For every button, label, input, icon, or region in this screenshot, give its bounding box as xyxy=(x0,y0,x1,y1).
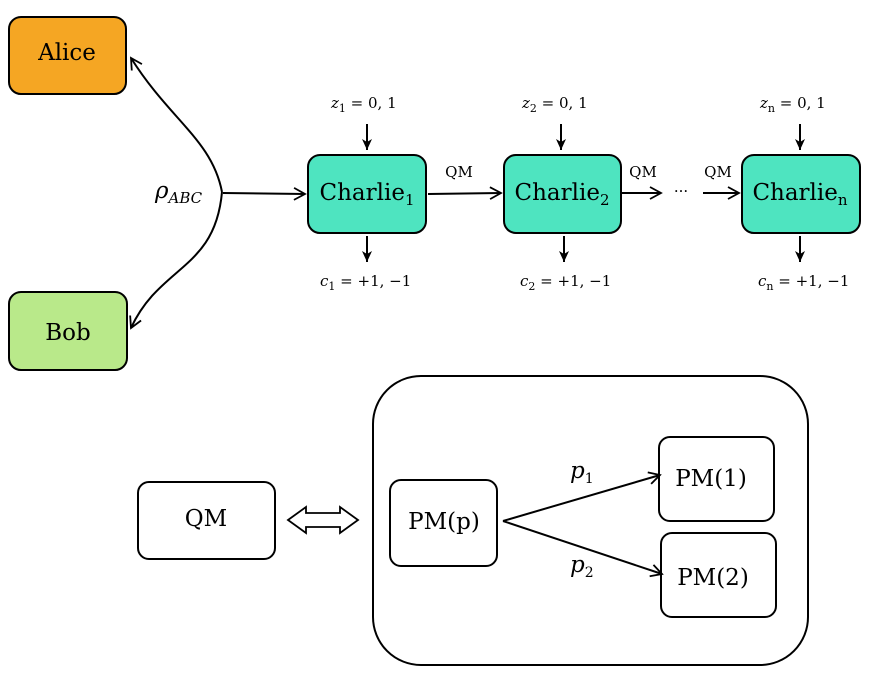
c2-label: c2 = +1, −1 xyxy=(520,272,611,293)
arrow-to-bob xyxy=(129,191,223,330)
arrow-to-pm2 xyxy=(502,520,664,578)
bob-label: Bob xyxy=(45,320,90,346)
equivalence-arrow xyxy=(286,505,360,535)
arrow-source-to-charlie1 xyxy=(222,187,307,201)
bob-box xyxy=(8,291,128,371)
qm-node: QM xyxy=(137,481,276,560)
pm-1-node: PM(1) xyxy=(658,436,775,522)
pm-p-node: PM(p) xyxy=(389,479,498,567)
charlie-n-box xyxy=(741,154,861,234)
rho-label: ρABC xyxy=(154,178,203,207)
c1-label: c1 = +1, −1 xyxy=(320,272,411,293)
pm-container xyxy=(372,375,809,666)
charlie-2-node: Charlie2 xyxy=(503,154,622,234)
cn-label: cn = +1, −1 xyxy=(758,272,849,293)
zn-label: zn = 0, 1 xyxy=(759,94,826,115)
arrow-charlie1-to-charlie2 xyxy=(427,186,503,200)
charlie-n-label: Charlien xyxy=(752,180,847,209)
pm-p-box xyxy=(389,479,498,567)
qm-link-1-label: QM xyxy=(445,163,473,181)
alice-box xyxy=(8,16,127,95)
pm-2-node: PM(2) xyxy=(660,532,777,618)
p1-label: p1 xyxy=(570,458,594,487)
qm-link-2-label: QM xyxy=(629,163,657,181)
arrow-to-pm1 xyxy=(502,471,662,522)
rho-symbol: ρ xyxy=(154,178,169,204)
p2-label: p2 xyxy=(570,552,594,581)
rho-subscript: ABC xyxy=(167,189,203,207)
pm-p-label: PM(p) xyxy=(408,509,480,535)
pm-1-label: PM(1) xyxy=(675,466,747,492)
alice-label: Alice xyxy=(37,40,96,66)
qm-box xyxy=(137,481,276,560)
charlie-2-label: Charlie2 xyxy=(515,180,610,209)
charlie-1-label: Charlie1 xyxy=(320,180,415,209)
bob-node: Bob xyxy=(8,291,128,371)
z1-label: z1 = 0, 1 xyxy=(330,94,397,115)
charlie-1-node: Charlie1 xyxy=(307,154,427,234)
charlie-1-box xyxy=(307,154,427,234)
qm-link-3-label: QM xyxy=(704,163,732,181)
alice-node: Alice xyxy=(8,16,127,95)
qm-label: QM xyxy=(185,506,227,532)
arrow-to-alice xyxy=(129,56,223,193)
z2-label: z2 = 0, 1 xyxy=(521,94,588,115)
charlie-2-box xyxy=(503,154,622,234)
pm-2-label: PM(2) xyxy=(677,565,749,591)
charlie-n-node: Charlien xyxy=(741,154,861,234)
ellipsis-dots: ··· xyxy=(674,182,688,200)
